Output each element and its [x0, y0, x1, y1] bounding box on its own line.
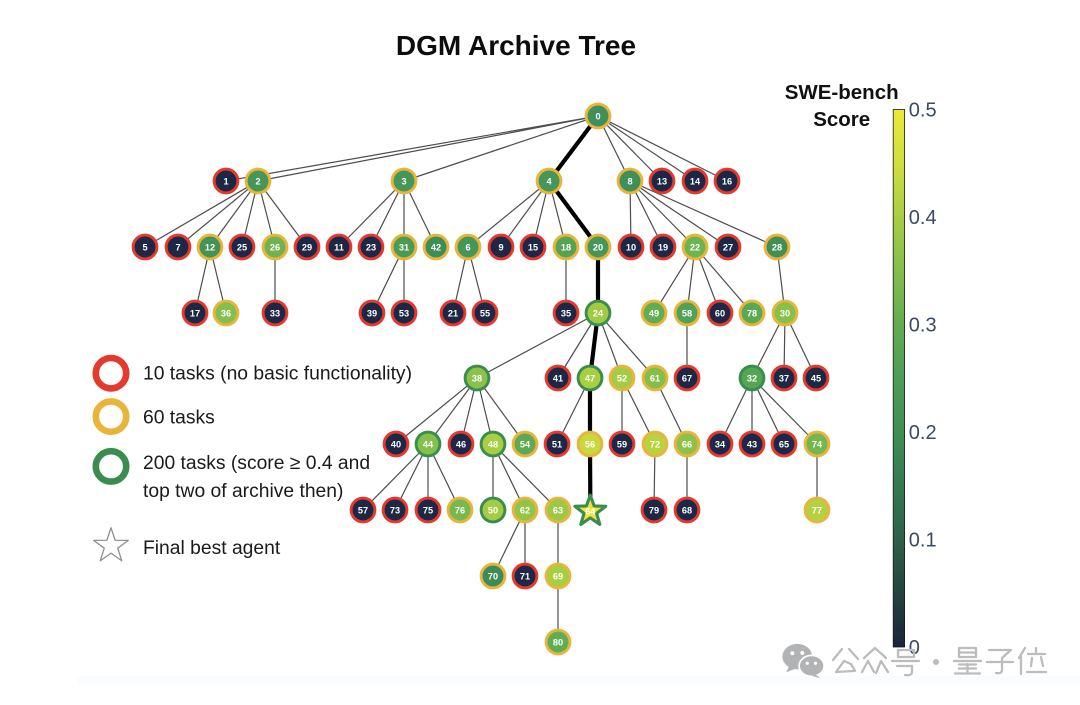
svg-text:49: 49: [649, 308, 659, 318]
svg-text:11: 11: [334, 242, 344, 252]
svg-text:60 tasks: 60 tasks: [143, 408, 215, 429]
svg-text:62: 62: [520, 505, 530, 515]
svg-text:36: 36: [221, 308, 231, 318]
svg-text:33: 33: [270, 308, 280, 318]
svg-text:0.3: 0.3: [909, 314, 937, 336]
svg-text:78: 78: [747, 308, 757, 318]
svg-text:1: 1: [223, 176, 228, 186]
svg-text:77: 77: [812, 505, 822, 515]
svg-text:40: 40: [391, 439, 401, 449]
svg-text:69: 69: [553, 571, 563, 581]
svg-text:200 tasks (score ≥ 0.4 and: 200 tasks (score ≥ 0.4 and: [143, 453, 370, 474]
svg-text:29: 29: [302, 242, 312, 252]
svg-text:5: 5: [142, 242, 147, 252]
svg-text:15: 15: [528, 242, 538, 252]
svg-text:79: 79: [649, 505, 659, 515]
svg-text:47: 47: [585, 373, 595, 383]
svg-text:31: 31: [399, 242, 409, 252]
svg-text:32: 32: [747, 373, 757, 383]
svg-text:56: 56: [585, 439, 595, 449]
svg-text:75: 75: [423, 505, 433, 515]
svg-text:top two of archive then): top two of archive then): [143, 481, 343, 502]
svg-text:9: 9: [498, 242, 503, 252]
svg-text:80: 80: [553, 637, 563, 647]
svg-text:30: 30: [780, 308, 790, 318]
svg-text:60: 60: [715, 308, 725, 318]
svg-text:53: 53: [399, 308, 409, 318]
svg-text:65: 65: [779, 439, 789, 449]
svg-text:13: 13: [657, 176, 667, 186]
svg-text:37: 37: [779, 373, 789, 383]
svg-text:51: 51: [552, 439, 562, 449]
svg-text:17: 17: [190, 308, 200, 318]
svg-text:43: 43: [747, 439, 757, 449]
svg-text:34: 34: [715, 439, 726, 449]
svg-text:4: 4: [546, 176, 552, 186]
svg-text:22: 22: [690, 242, 700, 252]
svg-text:50: 50: [488, 505, 498, 515]
svg-text:67: 67: [682, 373, 692, 383]
svg-text:20: 20: [593, 242, 603, 252]
svg-text:Final best agent: Final best agent: [143, 538, 281, 559]
svg-text:23: 23: [366, 242, 376, 252]
svg-text:Score: Score: [813, 108, 870, 131]
svg-text:35: 35: [561, 308, 571, 318]
svg-text:63: 63: [553, 505, 563, 515]
svg-text:18: 18: [561, 242, 571, 252]
svg-text:73: 73: [390, 505, 400, 515]
svg-text:70: 70: [488, 571, 498, 581]
svg-text:72: 72: [650, 439, 660, 449]
svg-text:58: 58: [682, 308, 692, 318]
svg-text:8: 8: [627, 176, 632, 186]
svg-text:66: 66: [682, 439, 692, 449]
svg-text:0: 0: [595, 111, 600, 121]
svg-text:39: 39: [367, 308, 377, 318]
svg-text:6: 6: [465, 242, 470, 252]
svg-text:76: 76: [455, 505, 465, 515]
svg-text:38: 38: [472, 373, 482, 383]
svg-text:68: 68: [682, 505, 692, 515]
svg-text:45: 45: [811, 373, 821, 383]
svg-text:57: 57: [358, 505, 368, 515]
svg-text:25: 25: [237, 242, 247, 252]
svg-text:41: 41: [553, 373, 563, 383]
svg-text:10: 10: [626, 242, 636, 252]
svg-text:44: 44: [423, 439, 434, 449]
svg-text:19: 19: [658, 242, 668, 252]
svg-text:0.4: 0.4: [909, 207, 937, 229]
svg-text:54: 54: [520, 439, 531, 449]
svg-text:52: 52: [617, 373, 627, 383]
svg-text:21: 21: [448, 308, 458, 318]
svg-text:SWE-bench: SWE-bench: [785, 81, 899, 104]
svg-text:27: 27: [723, 242, 733, 252]
svg-text:10 tasks (no basic functionali: 10 tasks (no basic functionality): [143, 364, 412, 385]
svg-text:74: 74: [812, 439, 823, 449]
svg-text:14: 14: [690, 176, 701, 186]
svg-text:0.2: 0.2: [909, 422, 937, 444]
svg-text:42: 42: [431, 242, 441, 252]
svg-text:0: 0: [909, 637, 920, 659]
svg-text:12: 12: [205, 242, 215, 252]
svg-text:26: 26: [270, 242, 280, 252]
svg-text:0.5: 0.5: [909, 99, 937, 121]
svg-text:2: 2: [255, 176, 260, 186]
svg-text:24: 24: [593, 308, 604, 318]
svg-text:64: 64: [585, 507, 596, 517]
svg-text:DGM Archive Tree: DGM Archive Tree: [396, 30, 636, 61]
svg-text:55: 55: [480, 308, 490, 318]
svg-text:3: 3: [401, 176, 406, 186]
svg-text:48: 48: [488, 439, 498, 449]
svg-text:61: 61: [650, 373, 660, 383]
svg-text:0.1: 0.1: [909, 529, 937, 551]
svg-text:16: 16: [722, 176, 732, 186]
svg-text:7: 7: [175, 242, 180, 252]
svg-text:71: 71: [520, 571, 530, 581]
svg-text:28: 28: [772, 242, 782, 252]
svg-text:59: 59: [617, 439, 627, 449]
svg-text:46: 46: [456, 439, 466, 449]
